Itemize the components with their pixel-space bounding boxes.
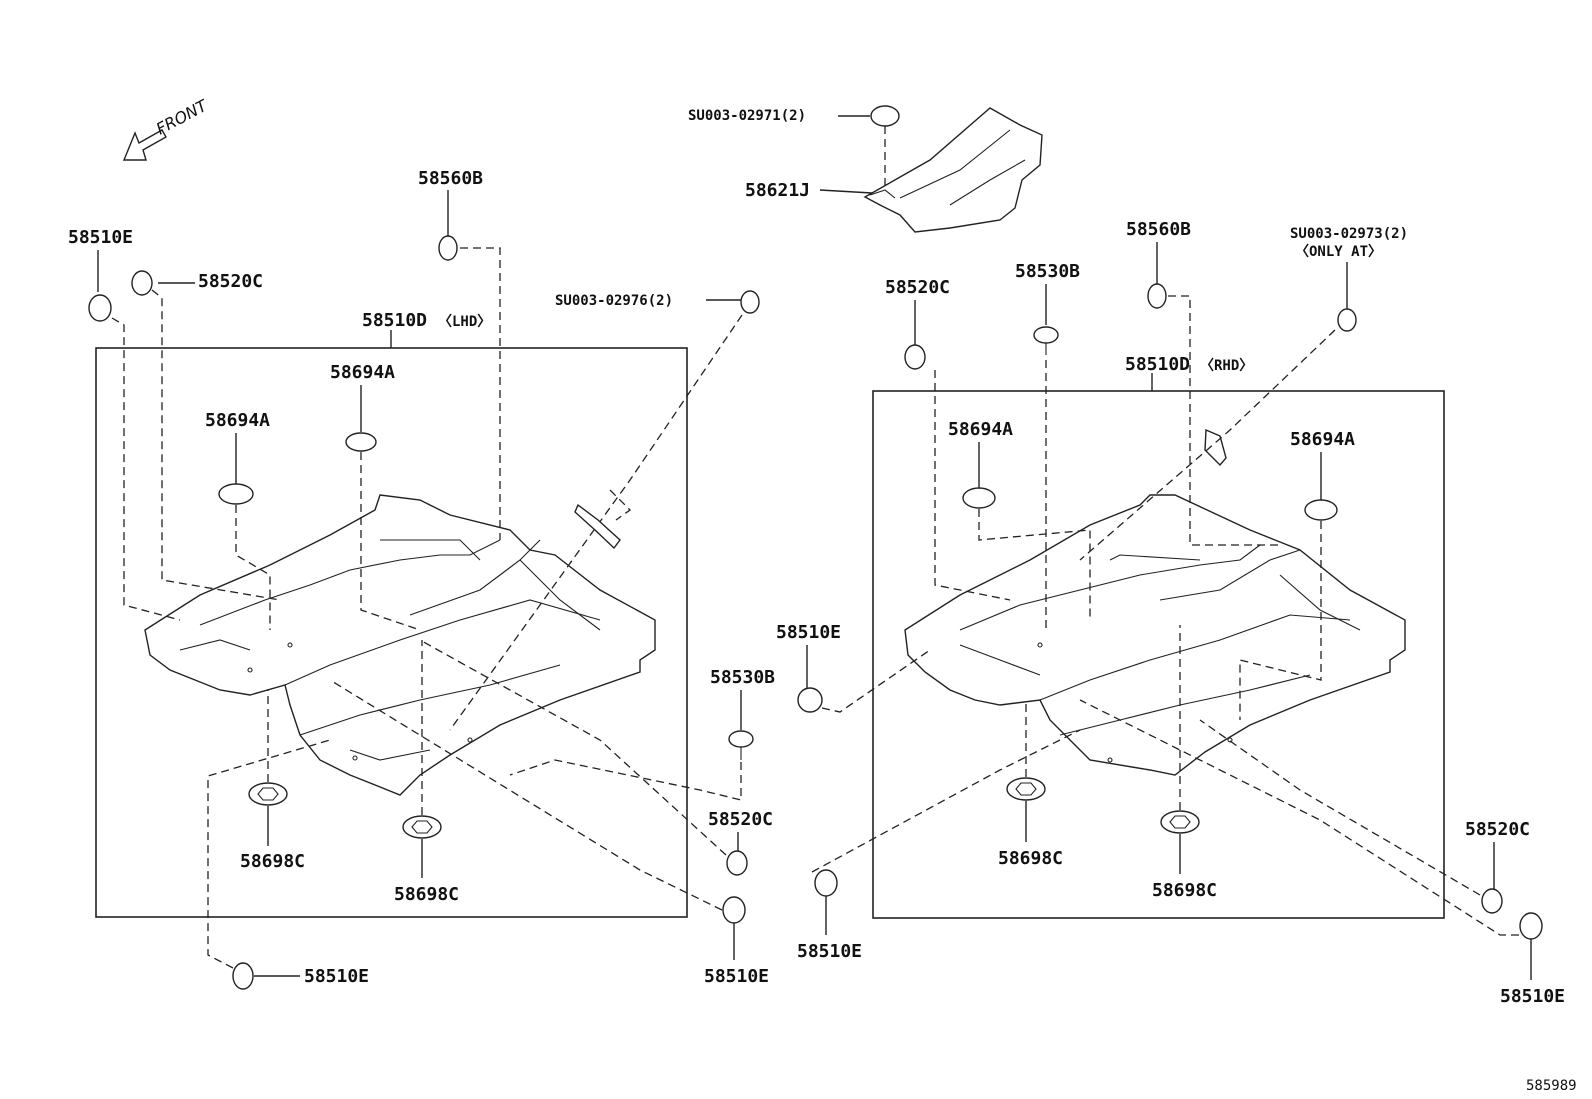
rhd-tag: 〈RHD〉 [1200, 358, 1253, 374]
pad-58694A-right-2 [1304, 499, 1338, 521]
clip-58530B-mid [728, 730, 754, 748]
grommet-58510E-mid [722, 896, 746, 924]
label-only-at: 〈ONLY AT〉 [1295, 244, 1382, 260]
clip-su003-02976 [740, 290, 760, 314]
rhd-floor-cover [904, 494, 1406, 776]
grommet-58510E-bl [232, 962, 254, 990]
rhd-title: 58510D [1125, 354, 1190, 375]
label-58694A-right-1: 58694A [948, 419, 1013, 440]
clip-58520C-right [904, 344, 926, 370]
label-58530B-right: 58530B [1015, 261, 1080, 282]
grommet-58510E-tl [88, 294, 112, 322]
label-58694A-left-2: 58694A [205, 410, 270, 431]
grommet-58510E-far-right [1519, 912, 1543, 940]
clip-58560B-right [1147, 283, 1167, 309]
label-su003-02976: SU003-02976(2) [555, 293, 673, 309]
label-su003-02973: SU003-02973(2) [1290, 226, 1408, 242]
pad-58694A-right-1 [962, 487, 996, 509]
grommet-58510E-right-left [797, 687, 823, 713]
rhd-frame [872, 390, 1445, 919]
clip-58520C-far-right [1481, 888, 1503, 914]
label-58510E-bl: 58510E [304, 966, 369, 987]
pad-58694A-left-2 [218, 483, 254, 505]
label-58520C-tl: 58520C [198, 271, 263, 292]
clip-su003-02973 [1337, 308, 1357, 332]
label-58621J: 58621J [745, 180, 810, 201]
clip-58560B-left [438, 235, 458, 261]
label-58520C-right: 58520C [885, 277, 950, 298]
label-58694A-left-1: 58694A [330, 362, 395, 383]
label-58698C-right-2: 58698C [1152, 880, 1217, 901]
pad-58698C-right-1 [1006, 777, 1046, 801]
label-58510E-right-bottom: 58510E [797, 941, 862, 962]
label-58560B-left: 58560B [418, 168, 483, 189]
label-58510E-right-left: 58510E [776, 622, 841, 643]
label-58520C-far-right: 58520C [1465, 819, 1530, 840]
lhd-tag: 〈LHD〉 [438, 314, 491, 330]
lhd-floor-cover [144, 494, 656, 796]
pad-58698C-right-2 [1160, 810, 1200, 834]
clip-58520C-mid [726, 850, 748, 876]
label-58560B-right: 58560B [1126, 219, 1191, 240]
bracket-right [1204, 428, 1227, 467]
pad-58698C-left-2 [402, 815, 442, 839]
clip-58530B-right [1033, 326, 1059, 344]
bracket-left [574, 503, 621, 550]
pad-58694A-left-1 [345, 432, 377, 452]
front-arrow-icon [122, 129, 167, 161]
label-58510E-far-right: 58510E [1500, 986, 1565, 1007]
label-58698C-left-1: 58698C [240, 851, 305, 872]
label-58510E-tl: 58510E [68, 227, 133, 248]
label-su003-02971: SU003-02971(2) [688, 108, 806, 124]
clip-58520C-tl [131, 270, 153, 296]
label-58510E-mid: 58510E [704, 966, 769, 987]
label-58530B-mid: 58530B [710, 667, 775, 688]
grommet-58510E-right-bottom [814, 869, 838, 897]
pad-58698C-left-1 [248, 782, 288, 806]
label-58698C-left-2: 58698C [394, 884, 459, 905]
label-58698C-right-1: 58698C [998, 848, 1063, 869]
figure-id: 585989 [1526, 1078, 1577, 1094]
bracket-58621J [863, 107, 1043, 233]
front-label: FRONT [153, 96, 211, 139]
label-58520C-mid: 58520C [708, 809, 773, 830]
lhd-title: 58510D [362, 310, 427, 331]
clip-su003-02971 [870, 105, 900, 127]
label-58694A-right-2: 58694A [1290, 429, 1355, 450]
